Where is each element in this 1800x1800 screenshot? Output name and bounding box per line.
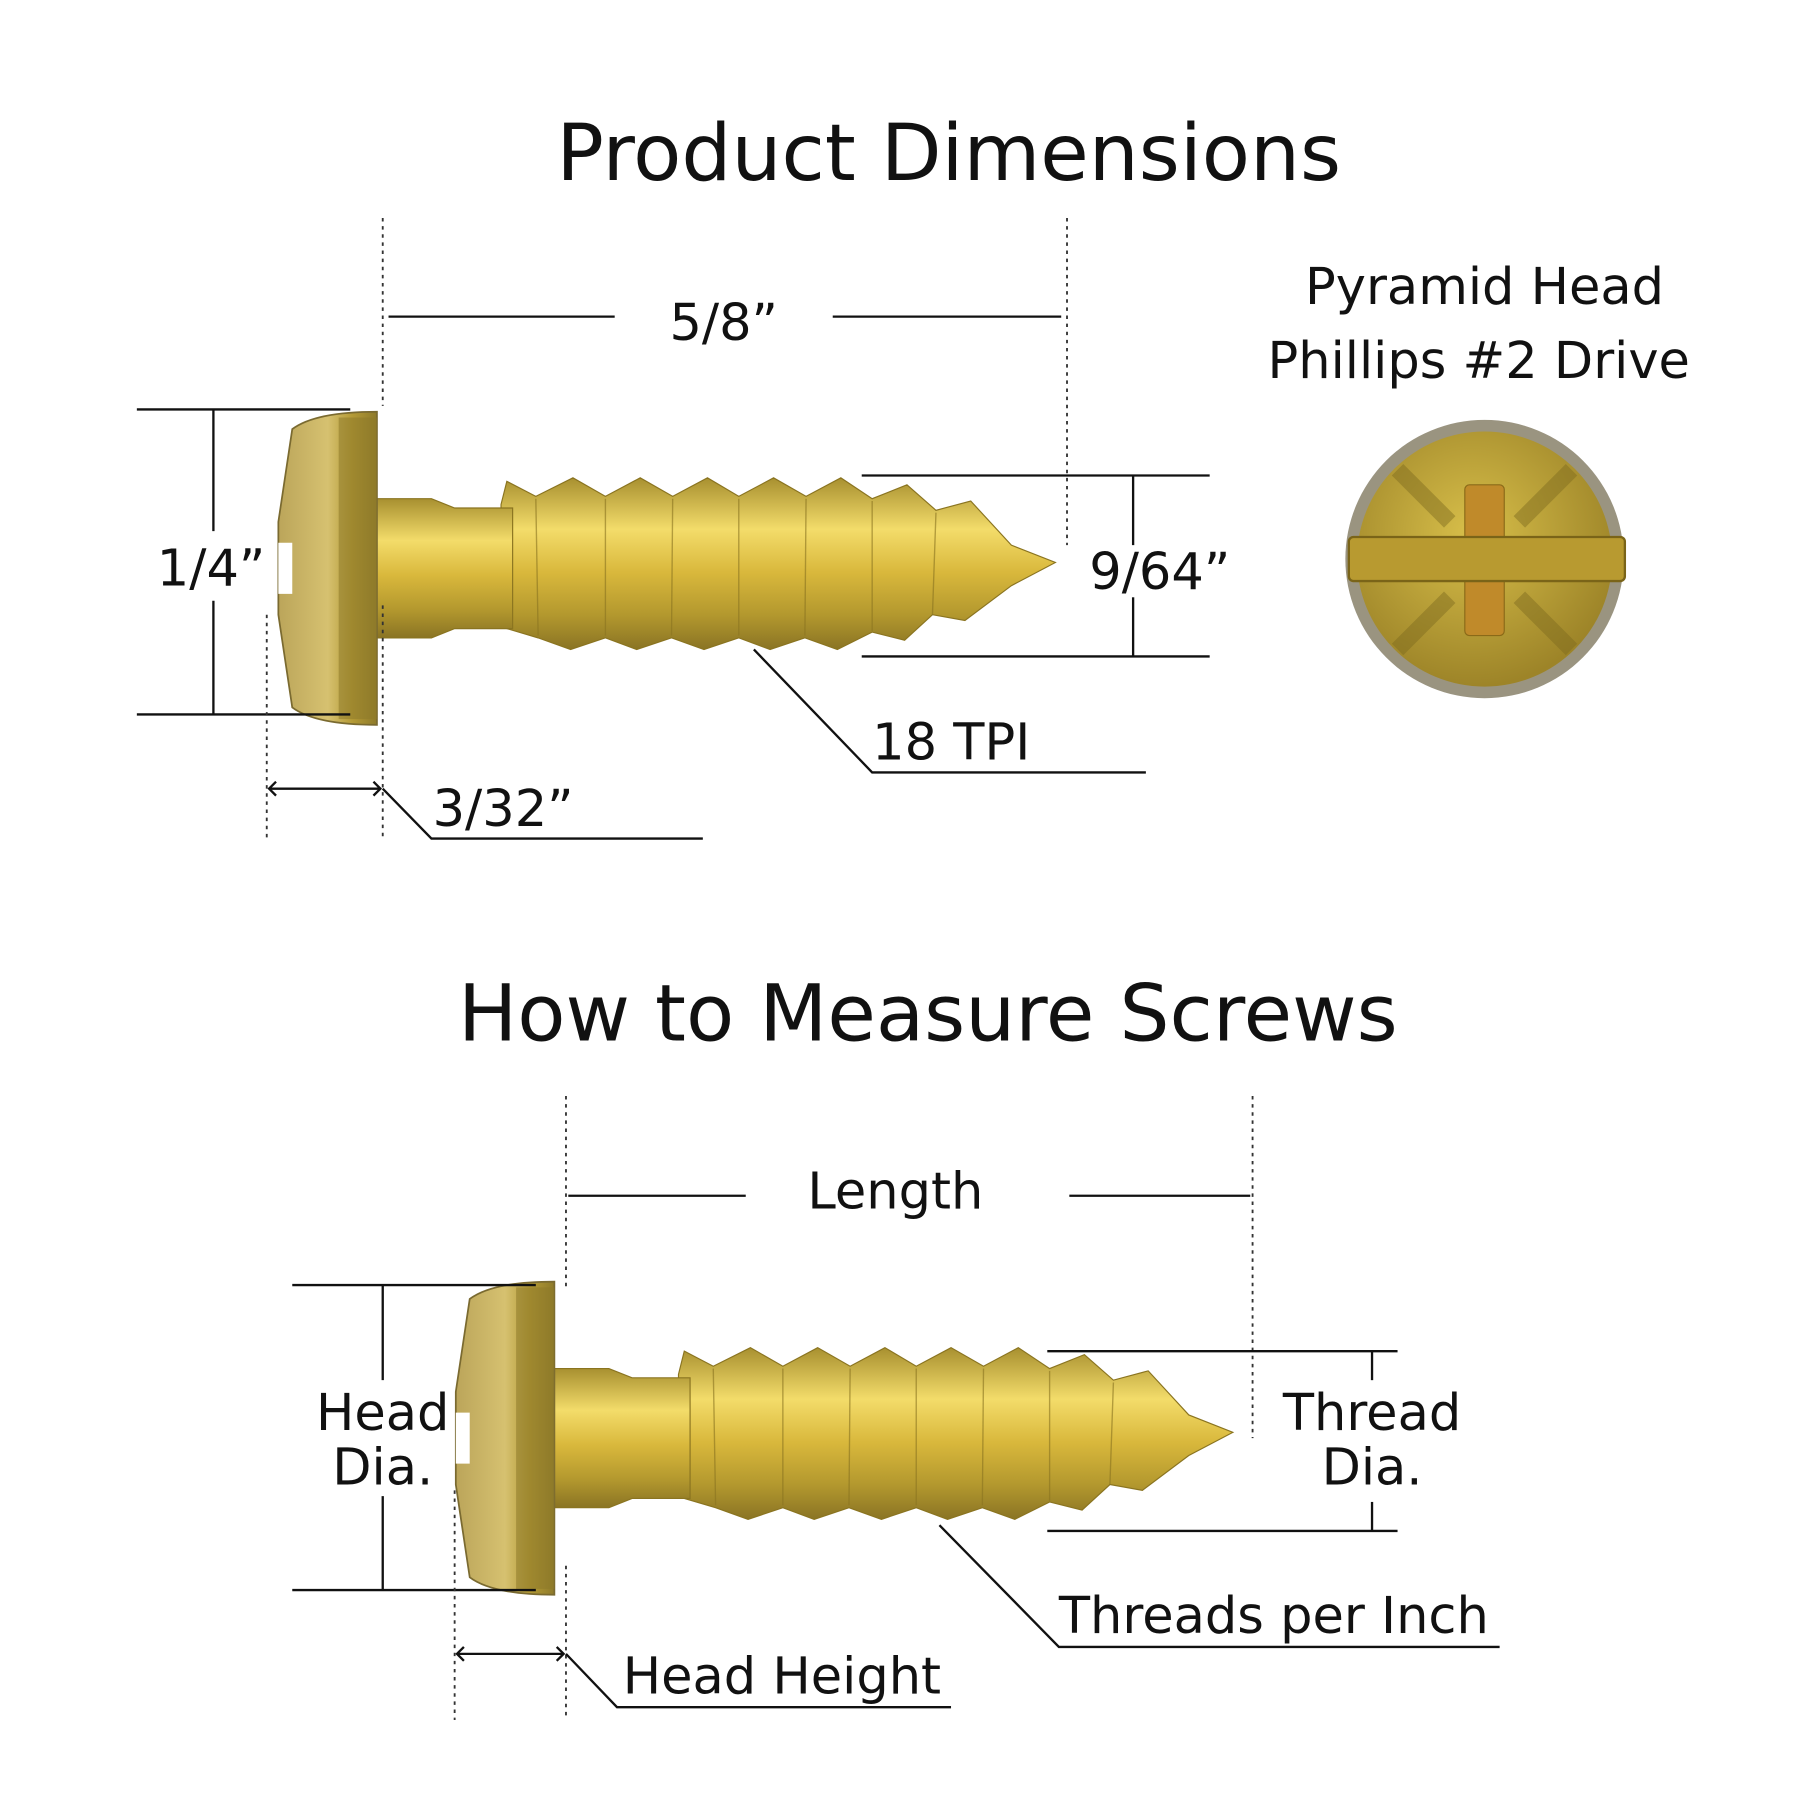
tpi-leader-line xyxy=(938,1524,1500,1649)
thread-diameter-label-line1: Thread xyxy=(1282,1384,1461,1443)
head-diameter-label-line2: Dia. xyxy=(332,1439,433,1498)
phillips-head-top-view-icon xyxy=(1345,419,1627,699)
length-label: 5/8” xyxy=(669,294,778,353)
head-diameter-label: 1/4” xyxy=(157,540,266,599)
thread-diameter-label: 9/64” xyxy=(1089,543,1230,602)
length-label: Length xyxy=(807,1163,983,1222)
tpi-label: 18 TPI xyxy=(872,714,1030,773)
thread-diameter-label-line2: Dia. xyxy=(1322,1439,1423,1498)
tpi-label: Threads per Inch xyxy=(1058,1587,1489,1646)
arrow-right-icon xyxy=(555,1646,566,1662)
head-height-label: 3/32” xyxy=(433,780,574,839)
head-height-label: Head Height xyxy=(623,1647,941,1706)
head-diameter-label-line1: Head xyxy=(316,1384,449,1443)
screw-side-view-image xyxy=(454,1280,1234,1596)
arrow-left-icon xyxy=(267,780,277,797)
tpi-leader-line xyxy=(753,648,1146,774)
arrow-right-icon xyxy=(372,780,383,797)
screw-side-view-image xyxy=(277,410,1057,726)
how-to-measure-title: How to Measure Screws xyxy=(458,967,1398,1059)
head-height-leader-line xyxy=(381,787,703,840)
product-dimensions-title: Product Dimensions xyxy=(556,107,1341,199)
drive-type-line2: Phillips #2 Drive xyxy=(1268,332,1690,391)
arrow-left-icon xyxy=(455,1646,465,1662)
head-height-leader-line xyxy=(565,1653,952,1709)
drive-type-line1: Pyramid Head xyxy=(1305,258,1664,317)
